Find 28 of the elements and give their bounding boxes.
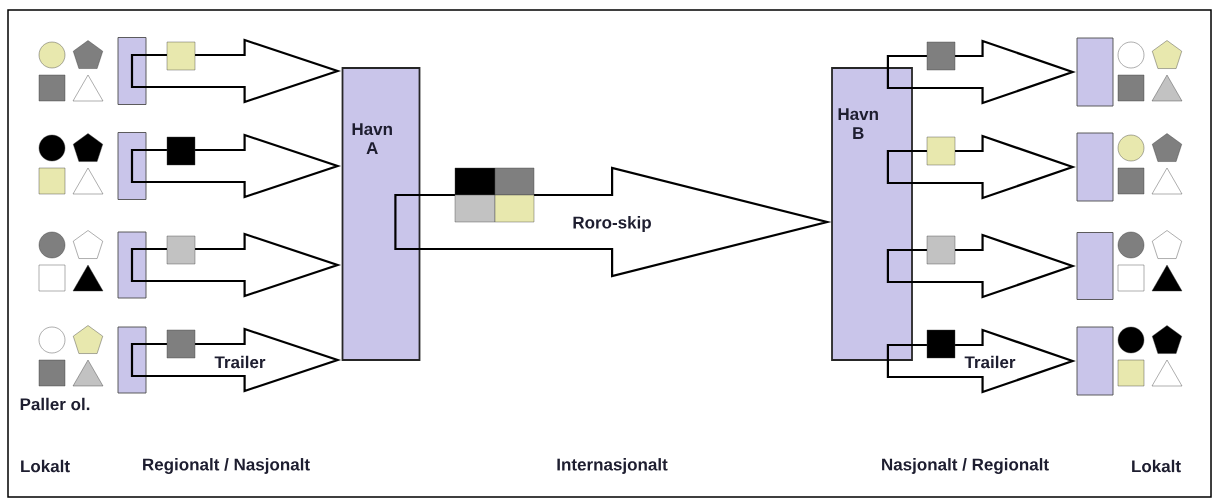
pallet-label: Paller ol. — [20, 397, 90, 411]
block-arrow — [886, 233, 1076, 299]
level-label: Lokalt — [21, 459, 70, 473]
block-arrow — [130, 327, 342, 393]
block-arrow — [886, 134, 1076, 200]
terminal-box — [117, 37, 147, 105]
block-arrow — [130, 232, 342, 298]
terminal-box — [1076, 326, 1114, 396]
block-arrow — [130, 133, 342, 199]
terminal-box — [117, 231, 147, 299]
terminal-box — [1076, 132, 1114, 202]
port-box: Havn A — [341, 67, 421, 361]
level-label: Internasjonalt — [557, 458, 668, 474]
block-arrow — [886, 328, 1076, 394]
level-label: Lokalt — [1132, 459, 1181, 473]
edge-label: Roro-skip — [573, 216, 651, 232]
block-arrow — [130, 38, 342, 104]
edge-label: Trailer — [964, 355, 1016, 369]
terminal-box — [117, 132, 147, 200]
terminal-box — [1076, 37, 1114, 107]
port-box: Havn B — [831, 67, 913, 361]
terminal-box — [1076, 232, 1114, 300]
terminal-box — [117, 326, 147, 394]
edge-label: Trailer — [214, 355, 266, 369]
block-arrow — [886, 39, 1076, 105]
level-label: Nasjonalt / Regionalt — [882, 458, 1049, 474]
level-label: Regionalt / Nasjonalt — [143, 458, 310, 474]
block-arrow — [394, 166, 832, 278]
